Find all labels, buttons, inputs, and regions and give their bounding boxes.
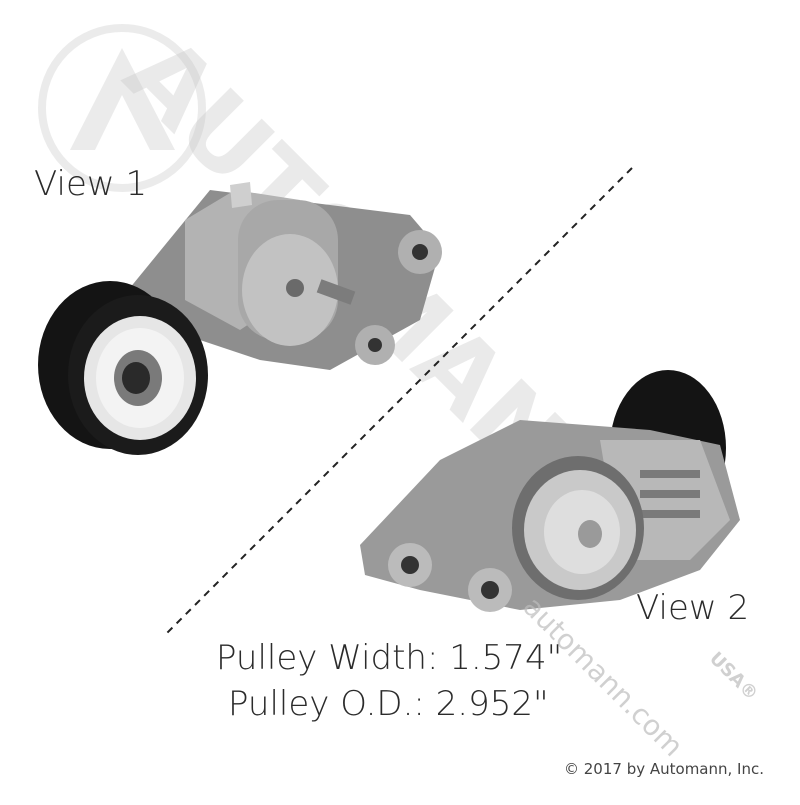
tensioner-view-1 — [38, 182, 442, 455]
view-2-label: View 2 — [636, 588, 750, 628]
pulley-width-spec: Pulley Width: 1.574" — [216, 638, 563, 678]
view-1-label: View 1 — [34, 164, 148, 204]
view-divider — [163, 167, 633, 637]
automann-logo-icon — [38, 24, 206, 192]
copyright-notice: © 2017 by Automann, Inc. — [563, 760, 764, 778]
tensioner-view-2 — [360, 370, 740, 612]
pulley-od-spec: Pulley O.D.: 2.952" — [228, 684, 549, 724]
